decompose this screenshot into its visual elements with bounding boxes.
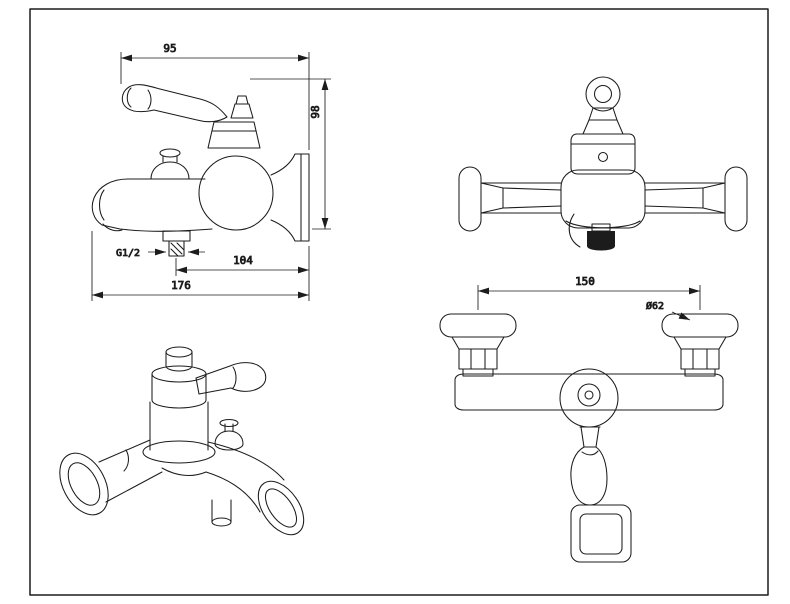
- front-upper-body: [570, 133, 636, 175]
- persp-body: [142, 365, 216, 464]
- persp-diverter: [214, 418, 244, 451]
- lower-faucet-outline: [439, 313, 739, 563]
- side-wall-flange: [270, 153, 310, 242]
- side-hose-connector: [162, 230, 191, 257]
- view-front-lower: 150 Ø62: [439, 275, 739, 563]
- view-perspective: [59, 346, 305, 536]
- front-left-arm: [480, 182, 562, 214]
- thread-label: G1/2: [116, 248, 140, 259]
- dim-176: 176: [91, 231, 310, 301]
- side-lever-handle: [121, 84, 228, 123]
- dim-176-label: 176: [171, 279, 191, 292]
- dim-thread: G1/2: [116, 248, 205, 259]
- lower-lever-handle: [570, 426, 608, 506]
- front-left-flange: [458, 166, 482, 232]
- front-right-flange: [724, 166, 748, 232]
- persp-hose-connector: [211, 499, 232, 527]
- lower-right-mount: [661, 313, 739, 377]
- lower-center-escutcheon: [559, 368, 619, 428]
- dim-98: 98: [250, 78, 331, 230]
- side-diverter: [150, 148, 190, 180]
- persp-lever-handle: [195, 362, 267, 395]
- dim-95-label: 95: [163, 42, 176, 55]
- persp-spout: [161, 441, 305, 536]
- dim-95: 95: [120, 42, 310, 150]
- side-cartridge: [207, 121, 261, 149]
- lower-crossbar: [454, 373, 724, 411]
- side-valve-body: [198, 155, 274, 231]
- view-front-upper: [458, 76, 748, 251]
- persp-top-cap: [165, 346, 193, 372]
- dim-104-label: 104: [233, 254, 253, 267]
- dim-150: 150: [477, 275, 701, 310]
- front-center-escutcheon: [560, 169, 646, 229]
- dim-98-label: 98: [309, 105, 322, 118]
- dim-104: 104: [175, 246, 310, 276]
- lower-shower-cradle: [570, 504, 632, 563]
- view-side: 95 98 G1/2 104 176: [91, 42, 331, 301]
- front-shower-ring: [582, 76, 624, 135]
- front-body-bottom-arc: [565, 220, 641, 229]
- persp-wall-flange: [59, 439, 163, 516]
- front-right-arm: [644, 182, 726, 214]
- lower-left-mount: [439, 313, 517, 377]
- dim-150-label: 150: [575, 275, 595, 288]
- side-faucet-outline: [91, 84, 310, 257]
- dim-62-label: Ø62: [646, 300, 664, 312]
- side-handle-cap: [230, 95, 254, 119]
- front-diverter: [568, 213, 615, 251]
- drawing-border: [29, 8, 769, 596]
- dim-62: Ø62: [646, 300, 691, 321]
- side-spout: [91, 178, 213, 232]
